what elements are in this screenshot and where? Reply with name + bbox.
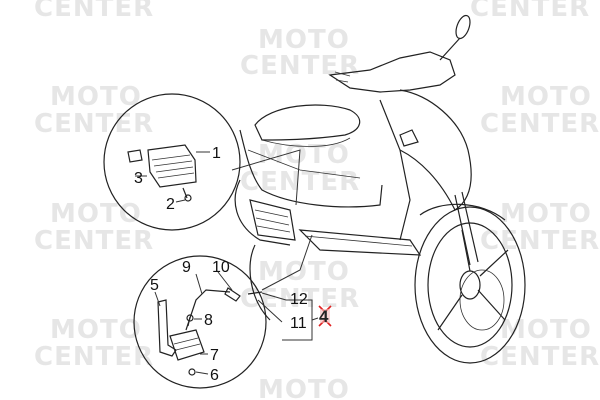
pointer-inset-2 bbox=[261, 234, 313, 291]
watermark-midright-line2: CENTER bbox=[480, 226, 600, 256]
watermark-bottom-right-line1: MOTO bbox=[500, 315, 592, 345]
rear-fender bbox=[234, 179, 291, 246]
inset-wiring: 5 9 10 8 7 6 12 11 bbox=[133, 255, 319, 389]
pointer-inset-1 bbox=[231, 149, 301, 206]
watermark-right-line1: MOTO bbox=[500, 82, 592, 112]
watermark-lower-center-line1: MOTO bbox=[258, 257, 350, 287]
brake-disc bbox=[459, 269, 505, 331]
floorboard-rib bbox=[304, 235, 413, 247]
screw-small bbox=[247, 291, 263, 295]
callout-1: 1 bbox=[212, 145, 221, 162]
bolt-head bbox=[184, 194, 192, 202]
front-fender bbox=[419, 203, 506, 221]
watermark-midright-line1: MOTO bbox=[500, 199, 592, 229]
callout-4: 4 bbox=[319, 307, 329, 326]
leader-10 bbox=[217, 271, 233, 291]
bolt-shaft bbox=[182, 187, 188, 199]
watermark-midleft-line2: CENTER bbox=[34, 226, 154, 256]
watermark-bottom-left-line1: MOTO bbox=[50, 315, 142, 345]
callout-6: 6 bbox=[210, 367, 219, 384]
watermark-left-line1: MOTO bbox=[50, 82, 142, 112]
callout-7: 7 bbox=[210, 347, 219, 364]
watermark-bottom-center-line1: MOTO bbox=[258, 375, 350, 400]
callout-11: 11 bbox=[290, 315, 307, 332]
seat-lower-edge bbox=[261, 137, 351, 147]
callout-5: 5 bbox=[150, 277, 159, 294]
control-module bbox=[169, 329, 205, 361]
front-spokes bbox=[437, 229, 509, 331]
seat bbox=[254, 104, 361, 141]
callout-2: 2 bbox=[166, 196, 175, 213]
callout-3: 3 bbox=[134, 170, 143, 187]
regulator-bracket bbox=[127, 149, 143, 163]
engine-cover bbox=[249, 199, 296, 241]
regulator-body bbox=[147, 144, 197, 188]
leader-4 bbox=[311, 317, 319, 321]
scooter-outline bbox=[231, 14, 526, 364]
watermark-bottom-right-line2: CENTER bbox=[480, 342, 600, 372]
leader-5 bbox=[154, 291, 161, 307]
inset-circle-1 bbox=[103, 93, 241, 231]
watermark-lower-center-line2: CENTER bbox=[240, 284, 360, 314]
watermark-midleft-line1: MOTO bbox=[50, 199, 142, 229]
brake-lever bbox=[334, 71, 351, 83]
mirror-stem bbox=[439, 37, 461, 61]
leader-12-11 bbox=[257, 292, 287, 323]
leader-2 bbox=[175, 199, 186, 203]
watermark-left-line2: CENTER bbox=[34, 109, 154, 139]
leader-9 bbox=[195, 273, 203, 295]
watermark-layer: CENTER CENTER MOTO CENTER MOTO CENTER MO… bbox=[34, 0, 600, 400]
plug bbox=[224, 287, 241, 302]
front-tire-outer bbox=[414, 206, 526, 364]
floorboard bbox=[298, 229, 422, 256]
inset-circle-2 bbox=[133, 255, 267, 389]
callout-9: 9 bbox=[182, 259, 191, 276]
rear-wheel-arc bbox=[249, 244, 271, 321]
connector bbox=[187, 316, 191, 327]
front-shield bbox=[399, 89, 472, 211]
engine-fins bbox=[254, 209, 291, 233]
highlighted-part-4[interactable]: 4 bbox=[318, 305, 332, 327]
watermark-top-right-line2: CENTER bbox=[470, 0, 590, 23]
callout-8: 8 bbox=[204, 312, 213, 329]
leader-6 bbox=[195, 371, 209, 375]
front-badge bbox=[399, 129, 419, 147]
handlebar bbox=[328, 51, 456, 93]
watermark-bottom-left-line2: CENTER bbox=[34, 342, 154, 372]
callout-12: 12 bbox=[290, 291, 308, 308]
mirror-icon bbox=[455, 14, 471, 40]
nut bbox=[188, 368, 196, 376]
body-panel-line bbox=[247, 149, 361, 179]
rear-body bbox=[239, 129, 383, 208]
watermark-top-left-line2: CENTER bbox=[34, 0, 154, 23]
watermark-center-line2: CENTER bbox=[240, 167, 360, 197]
module-detail bbox=[173, 337, 201, 351]
front-rim bbox=[427, 222, 513, 348]
inset-regulator: 1 3 2 bbox=[103, 93, 241, 231]
highlight-box bbox=[320, 309, 330, 323]
regulator-fins bbox=[151, 154, 195, 179]
callout-10: 10 bbox=[212, 259, 230, 276]
watermark-upper-center-line1: MOTO bbox=[258, 25, 350, 55]
watermark-right-line2: CENTER bbox=[480, 109, 600, 139]
watermark-upper-center-line2: CENTER bbox=[240, 51, 360, 81]
connector-head bbox=[186, 314, 194, 322]
inner-shield bbox=[379, 99, 411, 241]
watermark-center-line1: MOTO bbox=[258, 140, 350, 170]
